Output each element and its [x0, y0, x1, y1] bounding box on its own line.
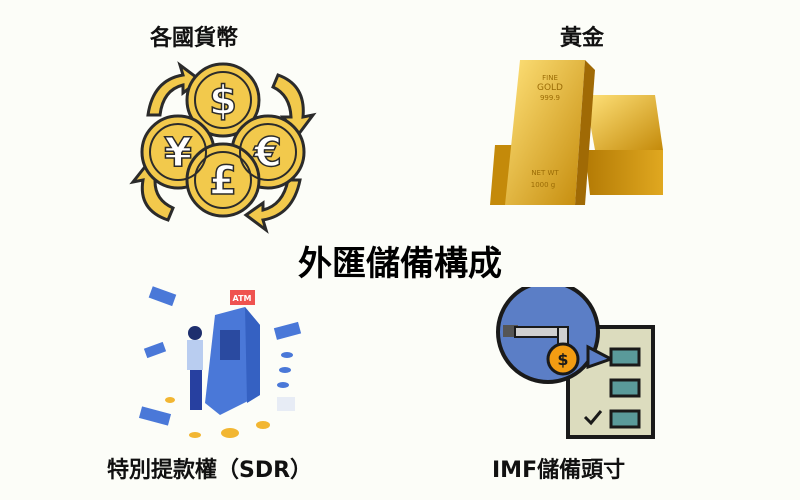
svg-text:£: £ [209, 158, 237, 204]
svg-text:FINE: FINE [542, 74, 558, 82]
svg-text:¥: ¥ [164, 130, 192, 176]
imf-reserve-checklist-icon: $ [496, 287, 655, 439]
currency-exchange-icon: $ ¥ € £ [129, 61, 317, 234]
atm-icon: ATM [138, 286, 302, 438]
label-gold: 黃金 [560, 26, 605, 51]
gold-bars-icon: FINE GOLD 999.9 NET WT 1000 g [490, 60, 663, 205]
label-currencies: 各國貨幣 [150, 26, 239, 51]
svg-text:€: € [253, 130, 282, 176]
svg-text:NET WT: NET WT [531, 169, 559, 177]
label-imf: IMF儲備頭寸 [492, 458, 626, 483]
svg-text:$: $ [209, 78, 237, 124]
svg-text:999.9: 999.9 [540, 94, 560, 102]
svg-text:$: $ [557, 350, 568, 369]
page-title: 外匯儲備構成 [298, 244, 502, 284]
svg-text:ATM: ATM [233, 294, 252, 303]
svg-text:1000 g: 1000 g [531, 181, 555, 189]
svg-text:GOLD: GOLD [537, 83, 563, 93]
label-sdr: 特別提款權（SDR） [107, 458, 313, 483]
